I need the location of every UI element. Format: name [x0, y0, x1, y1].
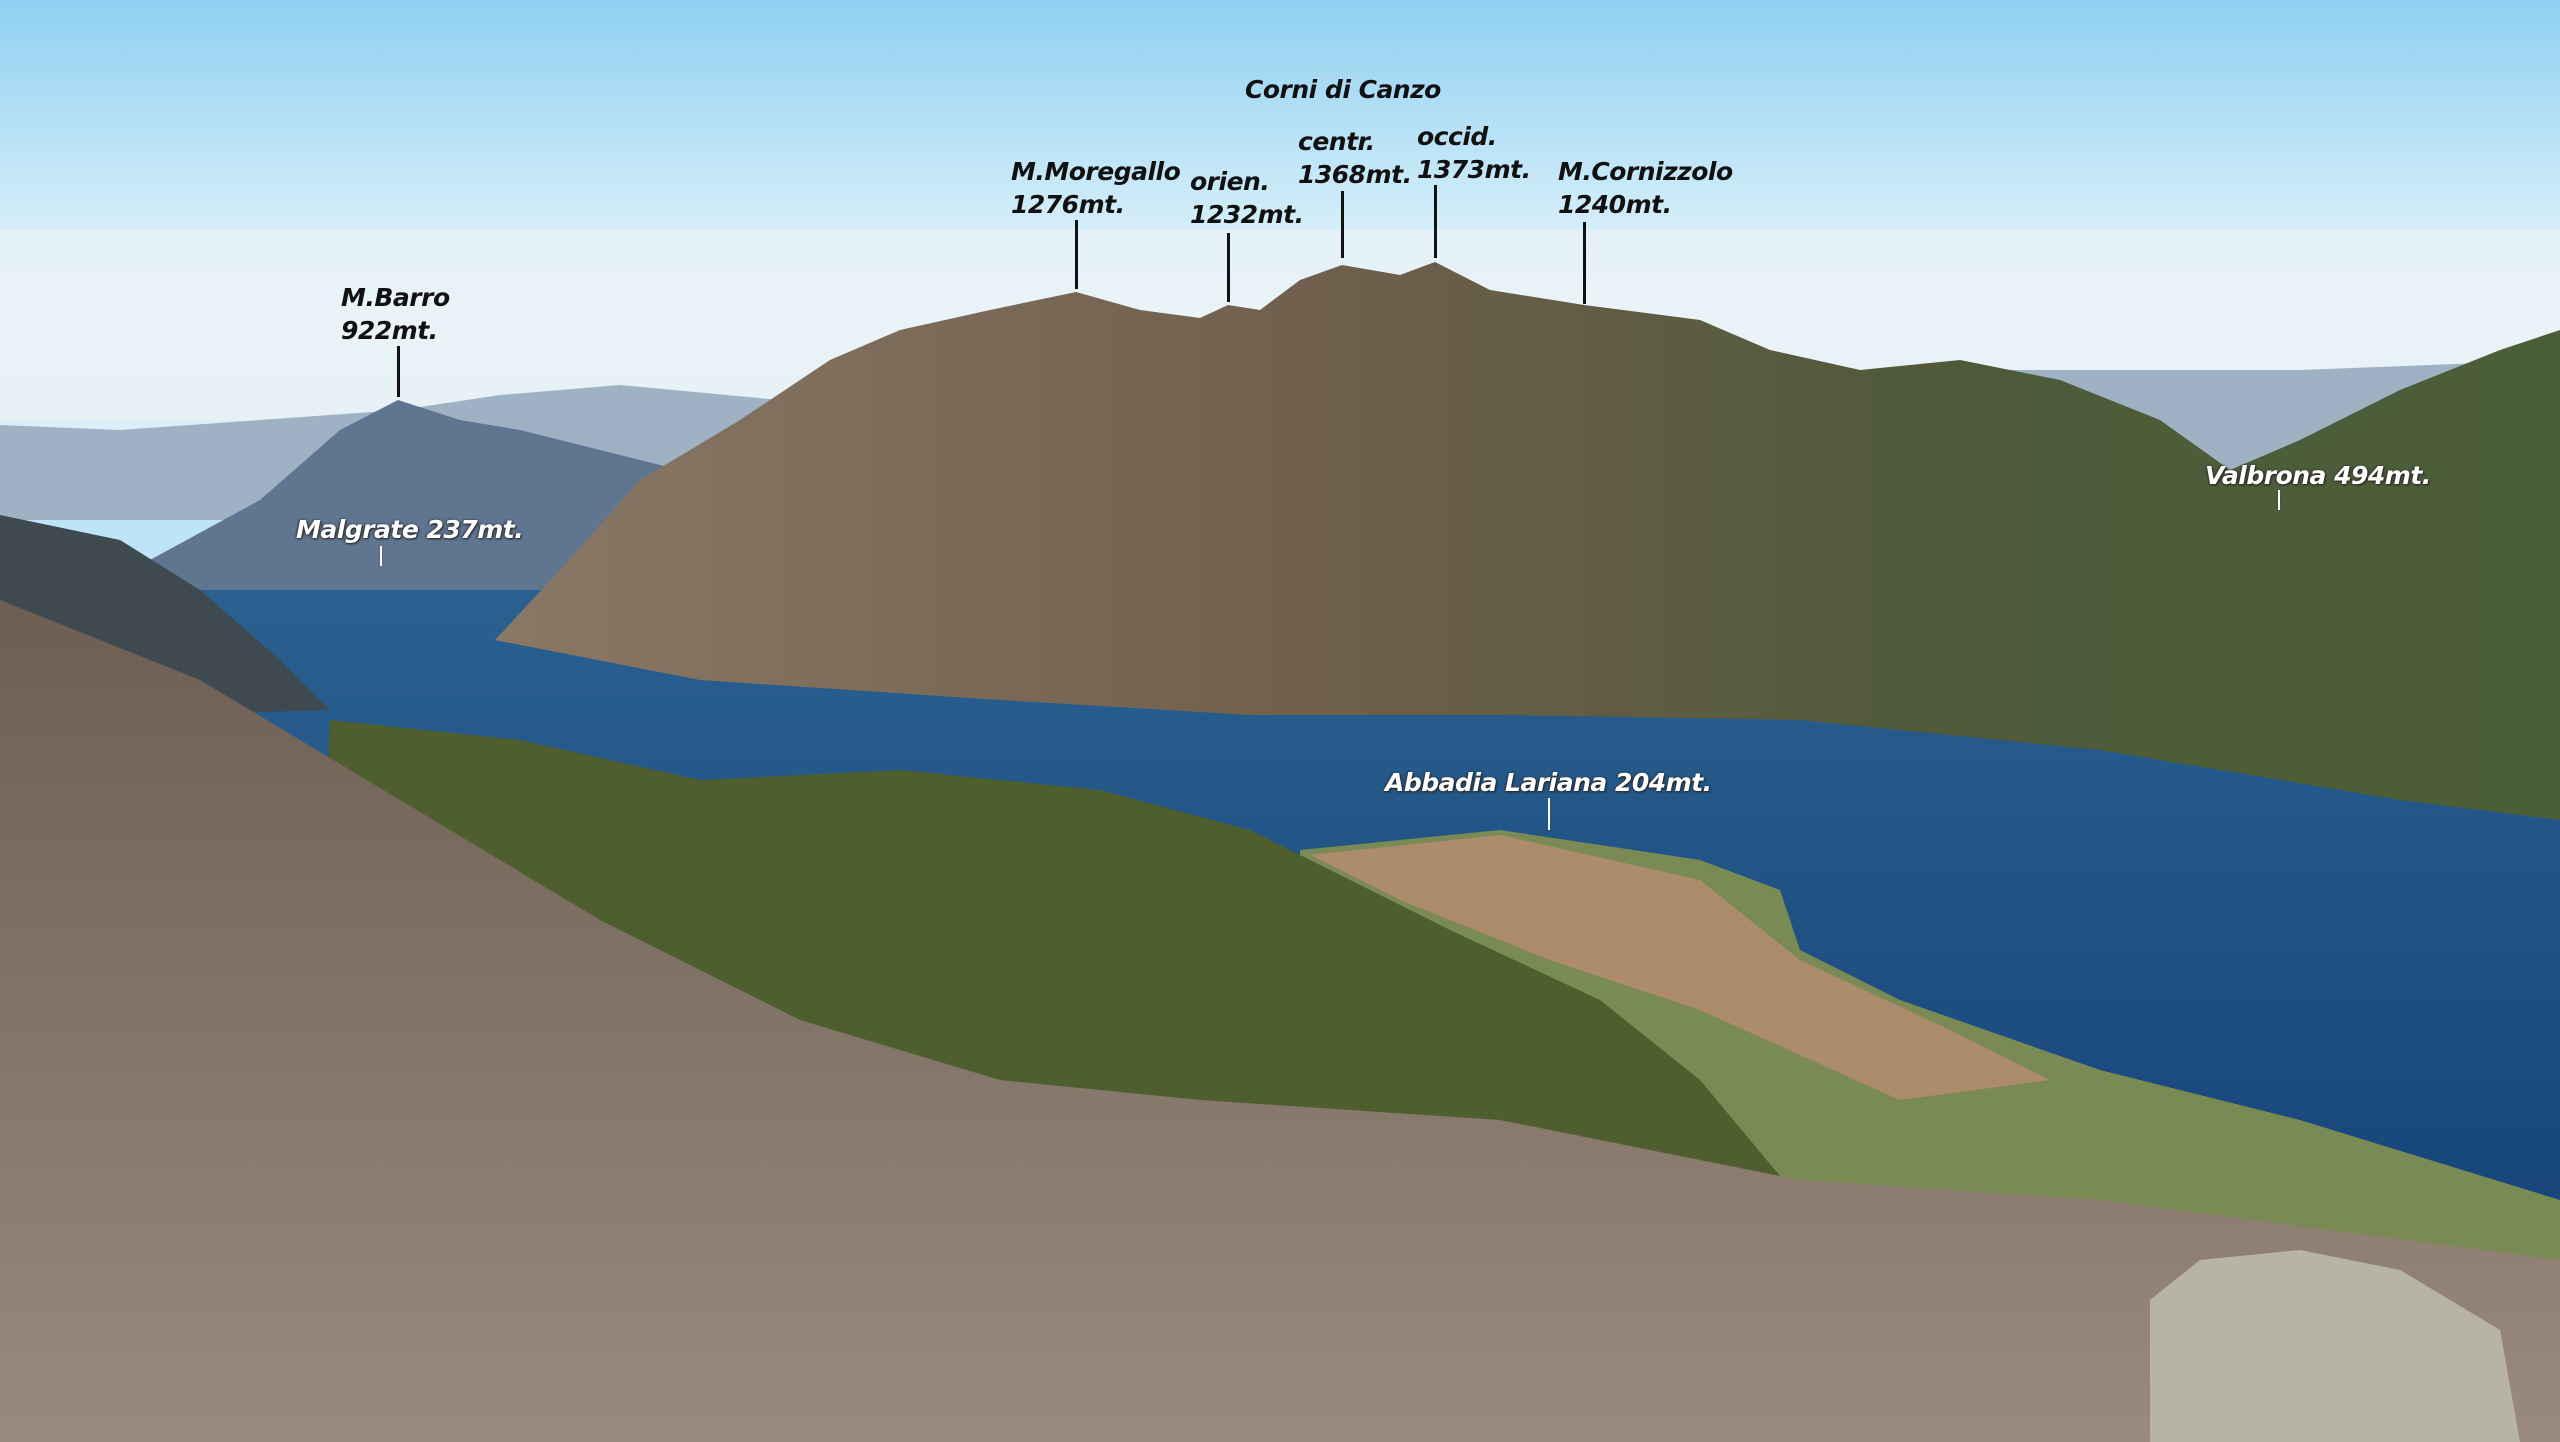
rock-outcrop	[2150, 1250, 2520, 1442]
peak-label-centr: centr. 1368mt.	[1298, 125, 1412, 191]
peak-name: M.Barro	[341, 283, 450, 312]
pointer-line	[397, 346, 400, 397]
pointer-line	[1434, 185, 1437, 258]
monte-barro	[150, 400, 680, 600]
peak-elevation: 1368mt.	[1298, 160, 1412, 189]
peak-label-cornizzolo: M.Cornizzolo 1240mt.	[1558, 155, 1733, 221]
pointer-line	[1548, 798, 1550, 830]
peak-label-occid: occid. 1373mt.	[1417, 120, 1531, 186]
peak-elevation: 1232mt.	[1190, 200, 1304, 229]
pointer-line	[1341, 191, 1344, 258]
corni-di-canzo-massif	[495, 262, 2560, 820]
peak-label-barro: M.Barro 922mt.	[341, 281, 450, 347]
foreground-slope	[0, 600, 2560, 1442]
peak-name: centr.	[1298, 127, 1375, 156]
pointer-line	[2278, 490, 2280, 510]
peak-name: occid.	[1417, 122, 1497, 151]
town-abbadia	[1310, 835, 2050, 1100]
pointer-line	[380, 546, 382, 566]
pointer-line	[1075, 220, 1078, 289]
peak-name: M.Moregallo	[1011, 157, 1181, 186]
peak-elevation: 1276mt.	[1011, 190, 1125, 219]
peak-name: M.Cornizzolo	[1558, 157, 1733, 186]
peak-elevation: 922mt.	[341, 316, 438, 345]
group-title-corni-di-canzo: Corni di Canzo	[1245, 75, 1441, 104]
town-label-valbrona: Valbrona 494mt.	[2205, 461, 2431, 490]
pointer-line	[1583, 222, 1586, 304]
peak-name: orien.	[1190, 167, 1270, 196]
pointer-line	[1227, 233, 1230, 302]
peak-elevation: 1373mt.	[1417, 155, 1531, 184]
town-label-malgrate: Malgrate 237mt.	[296, 515, 524, 544]
peak-label-moregallo: M.Moregallo 1276mt.	[1011, 155, 1181, 221]
town-label-abbadia-lariana: Abbadia Lariana 204mt.	[1385, 768, 1712, 797]
peak-elevation: 1240mt.	[1558, 190, 1672, 219]
peak-label-orien: orien. 1232mt.	[1190, 165, 1304, 231]
